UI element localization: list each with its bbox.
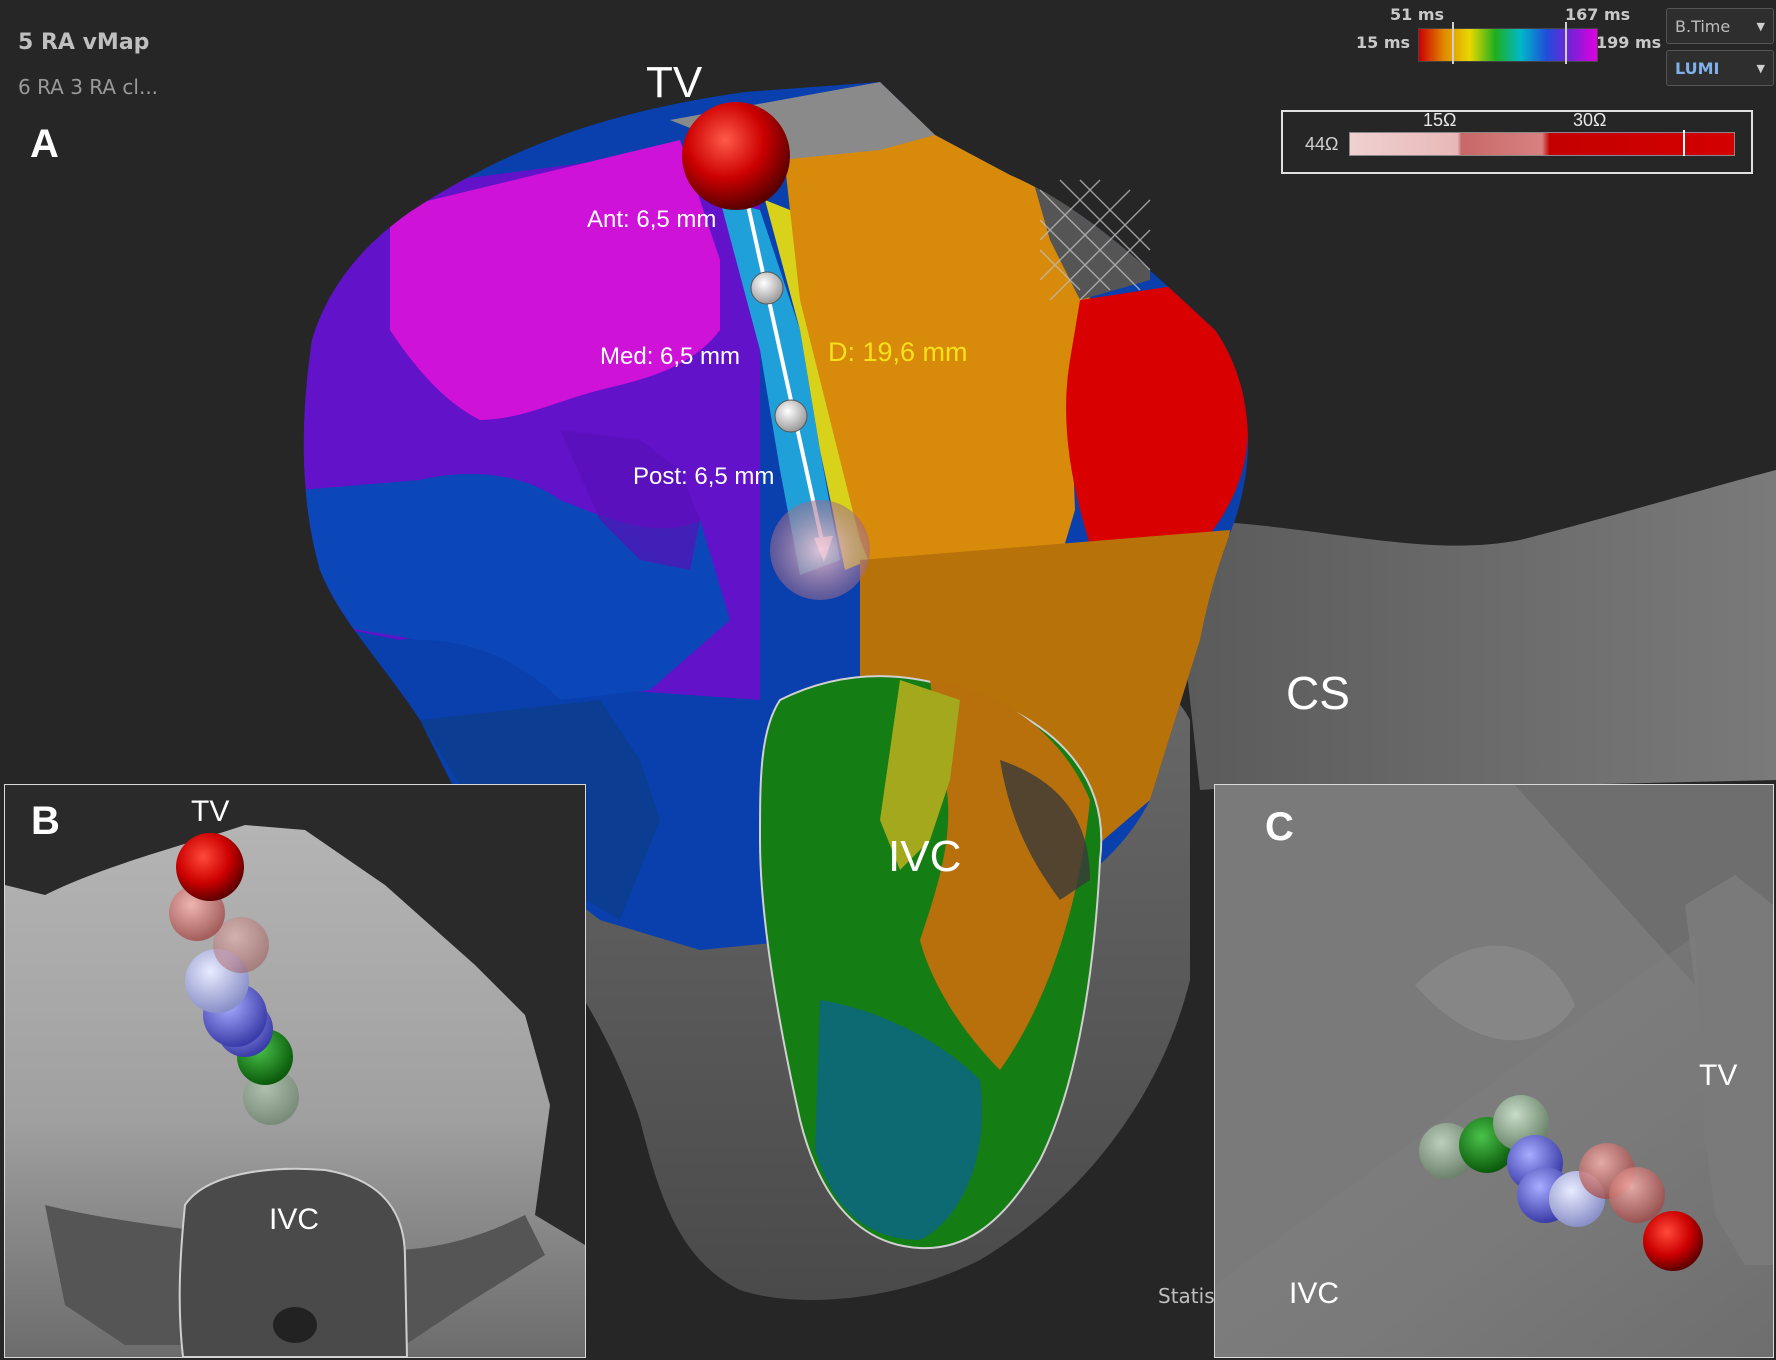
map-mode-dropdown[interactable]: B.Time ▼ — [1666, 8, 1774, 44]
post-lesion-sphere[interactable] — [770, 500, 870, 600]
inset-panel-c[interactable]: C TV IVC — [1214, 784, 1774, 1358]
ant-waypoint-sphere[interactable] — [750, 271, 784, 305]
impedance-indicator — [1683, 130, 1685, 156]
impedance-mid1-label: 15Ω — [1423, 110, 1457, 130]
panel-c-ivc-label: IVC — [1289, 1277, 1340, 1310]
map-mode-label: B.Time — [1675, 17, 1731, 36]
panel-c-render — [1215, 785, 1773, 1357]
panel-a-letter: A — [30, 122, 59, 166]
timing-right-slider[interactable] — [1565, 22, 1567, 64]
impedance-scale-box[interactable]: 44Ω 15Ω 30Ω — [1281, 110, 1753, 174]
timing-right-top-label: 167 ms — [1565, 5, 1631, 24]
total-distance-label: D: 19,6 mm — [828, 337, 968, 367]
panel-b-ivc-label: IVC — [269, 1203, 320, 1236]
cs-label: CS — [1286, 667, 1350, 719]
map-title: 5 RA vMap — [18, 30, 150, 55]
timing-max-label: 199 ms — [1596, 33, 1662, 52]
panel-c-letter: C — [1265, 805, 1294, 849]
timing-color-bar[interactable] — [1418, 28, 1598, 62]
panel-c-tv-label: TV — [1699, 1059, 1738, 1092]
ant-distance-label: Ant: 6,5 mm — [587, 206, 717, 233]
med-waypoint-sphere[interactable] — [774, 399, 808, 433]
chevron-down-icon: ▼ — [1756, 20, 1765, 33]
timing-left-top-label: 51 ms — [1390, 5, 1445, 24]
panel-b-tv-label: TV — [191, 795, 230, 828]
tv-marker-sphere[interactable] — [682, 102, 790, 210]
post-distance-label: Post: 6,5 mm — [633, 463, 775, 490]
impedance-mid2-label: 30Ω — [1573, 110, 1607, 130]
impedance-min-label: 44Ω — [1305, 134, 1339, 154]
statistics-label[interactable]: Statis — [1158, 1284, 1215, 1308]
timing-min-label: 15 ms — [1356, 33, 1411, 52]
panel-b-letter: B — [31, 799, 60, 843]
ivc-label: IVC — [888, 832, 962, 881]
inset-panel-b[interactable]: B TV IVC — [4, 784, 586, 1358]
lumi-logo-icon: LUMI — [1675, 59, 1720, 78]
impedance-color-bar — [1349, 132, 1735, 156]
timing-left-slider[interactable] — [1452, 22, 1454, 64]
measurement-line — [736, 159, 826, 551]
med-distance-label: Med: 6,5 mm — [600, 343, 741, 370]
panel-b-render — [5, 825, 585, 1357]
coronary-sinus-surface — [1170, 470, 1776, 790]
tv-label: TV — [646, 58, 703, 107]
chevron-down-icon: ▼ — [1756, 62, 1765, 75]
scar-crosshatch — [1039, 179, 1151, 301]
lumi-dropdown[interactable]: LUMI ▼ — [1666, 50, 1774, 86]
map-subtitle: 6 RA 3 RA cl... — [18, 75, 159, 99]
